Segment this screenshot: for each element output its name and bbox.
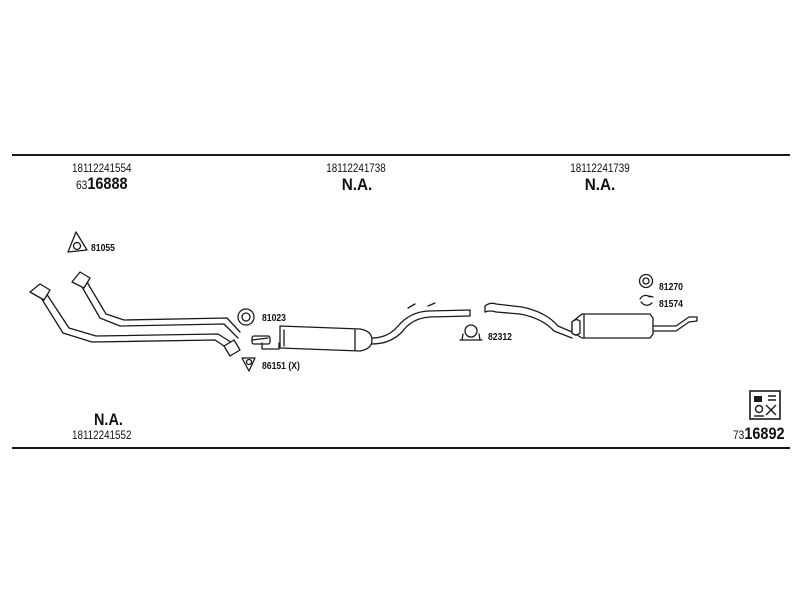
footer-code-main: 16892 (744, 424, 785, 443)
header-code-1: 6316888 (76, 174, 128, 194)
triangular-gasket-icon (241, 357, 256, 372)
footer-availability-left: N.A. (94, 410, 123, 429)
top-rule (12, 154, 790, 156)
pipe-clamp-icon (459, 324, 483, 341)
label-clamp-1: 82312 (488, 331, 512, 343)
header-part-number-2: 18112241738 (326, 161, 386, 175)
triangular-gasket-icon (67, 231, 88, 253)
header-availability-2: N.A. (341, 175, 373, 194)
footer-part-number-left: 18112241552 (72, 428, 132, 442)
rubber-ring-icon (237, 308, 255, 326)
label-gasket-1: 81055 (91, 242, 115, 254)
front-downpipe (29, 271, 241, 357)
catalog-badge-icon (749, 390, 781, 420)
bottom-rule (12, 447, 790, 449)
label-ring-2: 81270 (659, 281, 683, 293)
rubber-ring-icon (638, 273, 654, 289)
header-code-prefix-1: 63 (76, 178, 88, 192)
header-code-main-1: 16888 (87, 174, 128, 193)
hanger-icon (639, 294, 654, 306)
label-ring-1: 81023 (262, 312, 286, 324)
footer-code-right: 7316892 (733, 424, 785, 444)
label-hanger-1: 81574 (659, 298, 683, 310)
rear-silencer (484, 302, 698, 339)
header-part-number-1: 18112241554 (72, 161, 132, 175)
header-availability-3: N.A. (584, 175, 616, 194)
label-gasket-2: 86151 (X) (262, 360, 300, 372)
header-part-number-3: 18112241739 (570, 161, 630, 175)
centre-silencer (251, 302, 471, 352)
footer-code-prefix: 73 (733, 428, 745, 442)
